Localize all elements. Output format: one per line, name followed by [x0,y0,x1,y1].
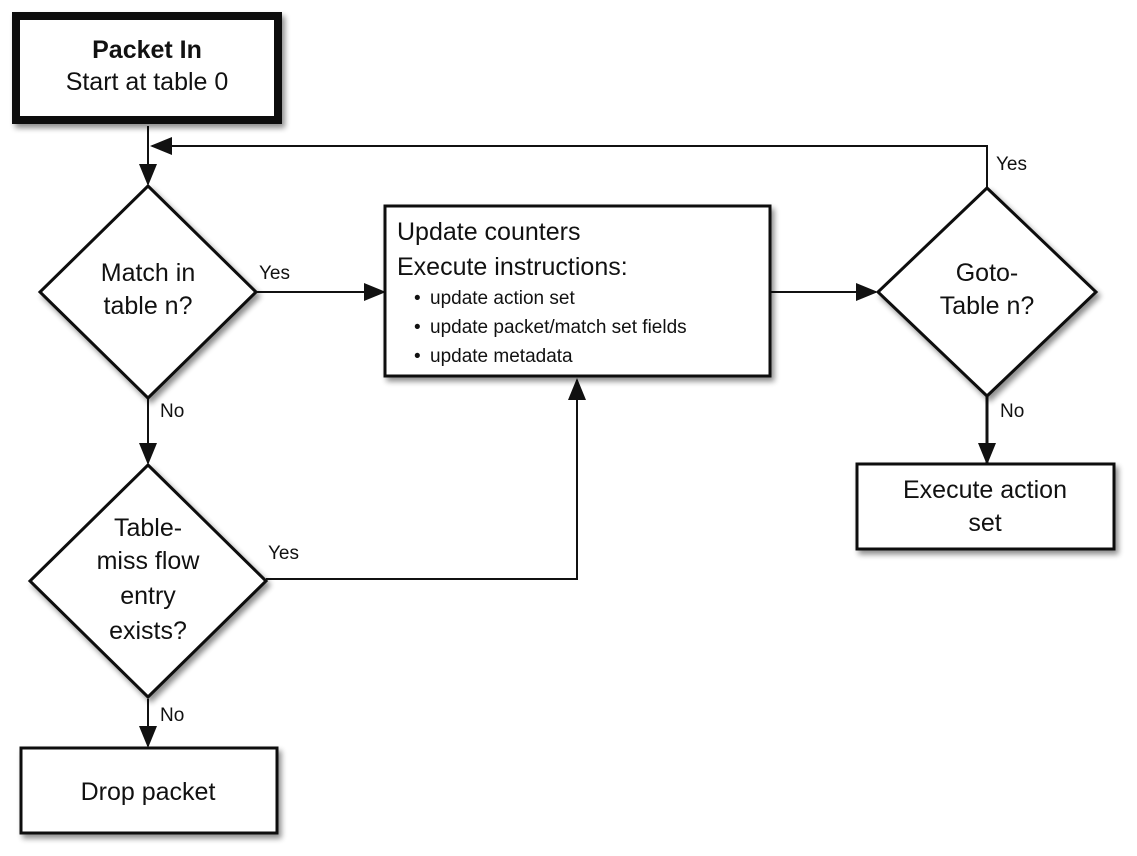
execute-action-set-line2: set [968,509,1001,537]
drop-packet-label: Drop packet [81,778,216,806]
goto-decision-line1: Goto- [956,259,1019,287]
update-box-line1: Update counters [397,218,580,246]
packet-in-title: Packet In [92,36,202,64]
bullet-marker-3: • [414,346,421,367]
update-box-bullet-2: update packet/match set fields [430,317,687,338]
update-box-line2: Execute instructions: [397,253,628,281]
edge-label-goto-no: No [1000,401,1024,422]
table-miss-line2: miss flow [97,547,201,575]
table-miss-line3: entry [120,582,176,610]
node-execute-action-set: Execute action set [855,462,1116,551]
match-decision-line1: Match in [101,259,195,287]
update-box-bullet-3: update metadata [430,346,573,367]
node-drop-packet: Drop packet [19,746,279,835]
node-match-decision: Match in table n? [37,183,259,401]
node-goto-decision: Goto- Table n? [875,185,1099,399]
edge-goto-yes-loop [150,137,988,188]
node-packet-in: Packet In Start at table 0 [12,12,282,124]
bullet-marker-1: • [414,288,421,309]
bullet-marker-2: • [414,317,421,338]
goto-decision-line2: Table n? [940,292,1035,320]
edge-label-goto-yes: Yes [996,154,1027,175]
execute-action-set-line1: Execute action [903,476,1067,504]
edge-label-table-miss-no: No [160,705,184,726]
table-miss-line1: Table- [114,514,182,542]
edge-label-match-no: No [160,401,184,422]
packet-in-subtitle: Start at table 0 [66,68,229,96]
edge-label-table-miss-yes: Yes [268,543,299,564]
update-box-bullet-1: update action set [430,288,575,309]
edge-table-miss-yes [266,378,586,580]
node-update-box: Update counters Execute instructions: • … [383,204,772,378]
edge-label-match-yes: Yes [259,263,290,284]
table-miss-line4: exists? [109,617,187,645]
match-decision-line2: table n? [104,292,193,320]
node-table-miss-decision: Table- miss flow entry exists? [27,462,269,700]
